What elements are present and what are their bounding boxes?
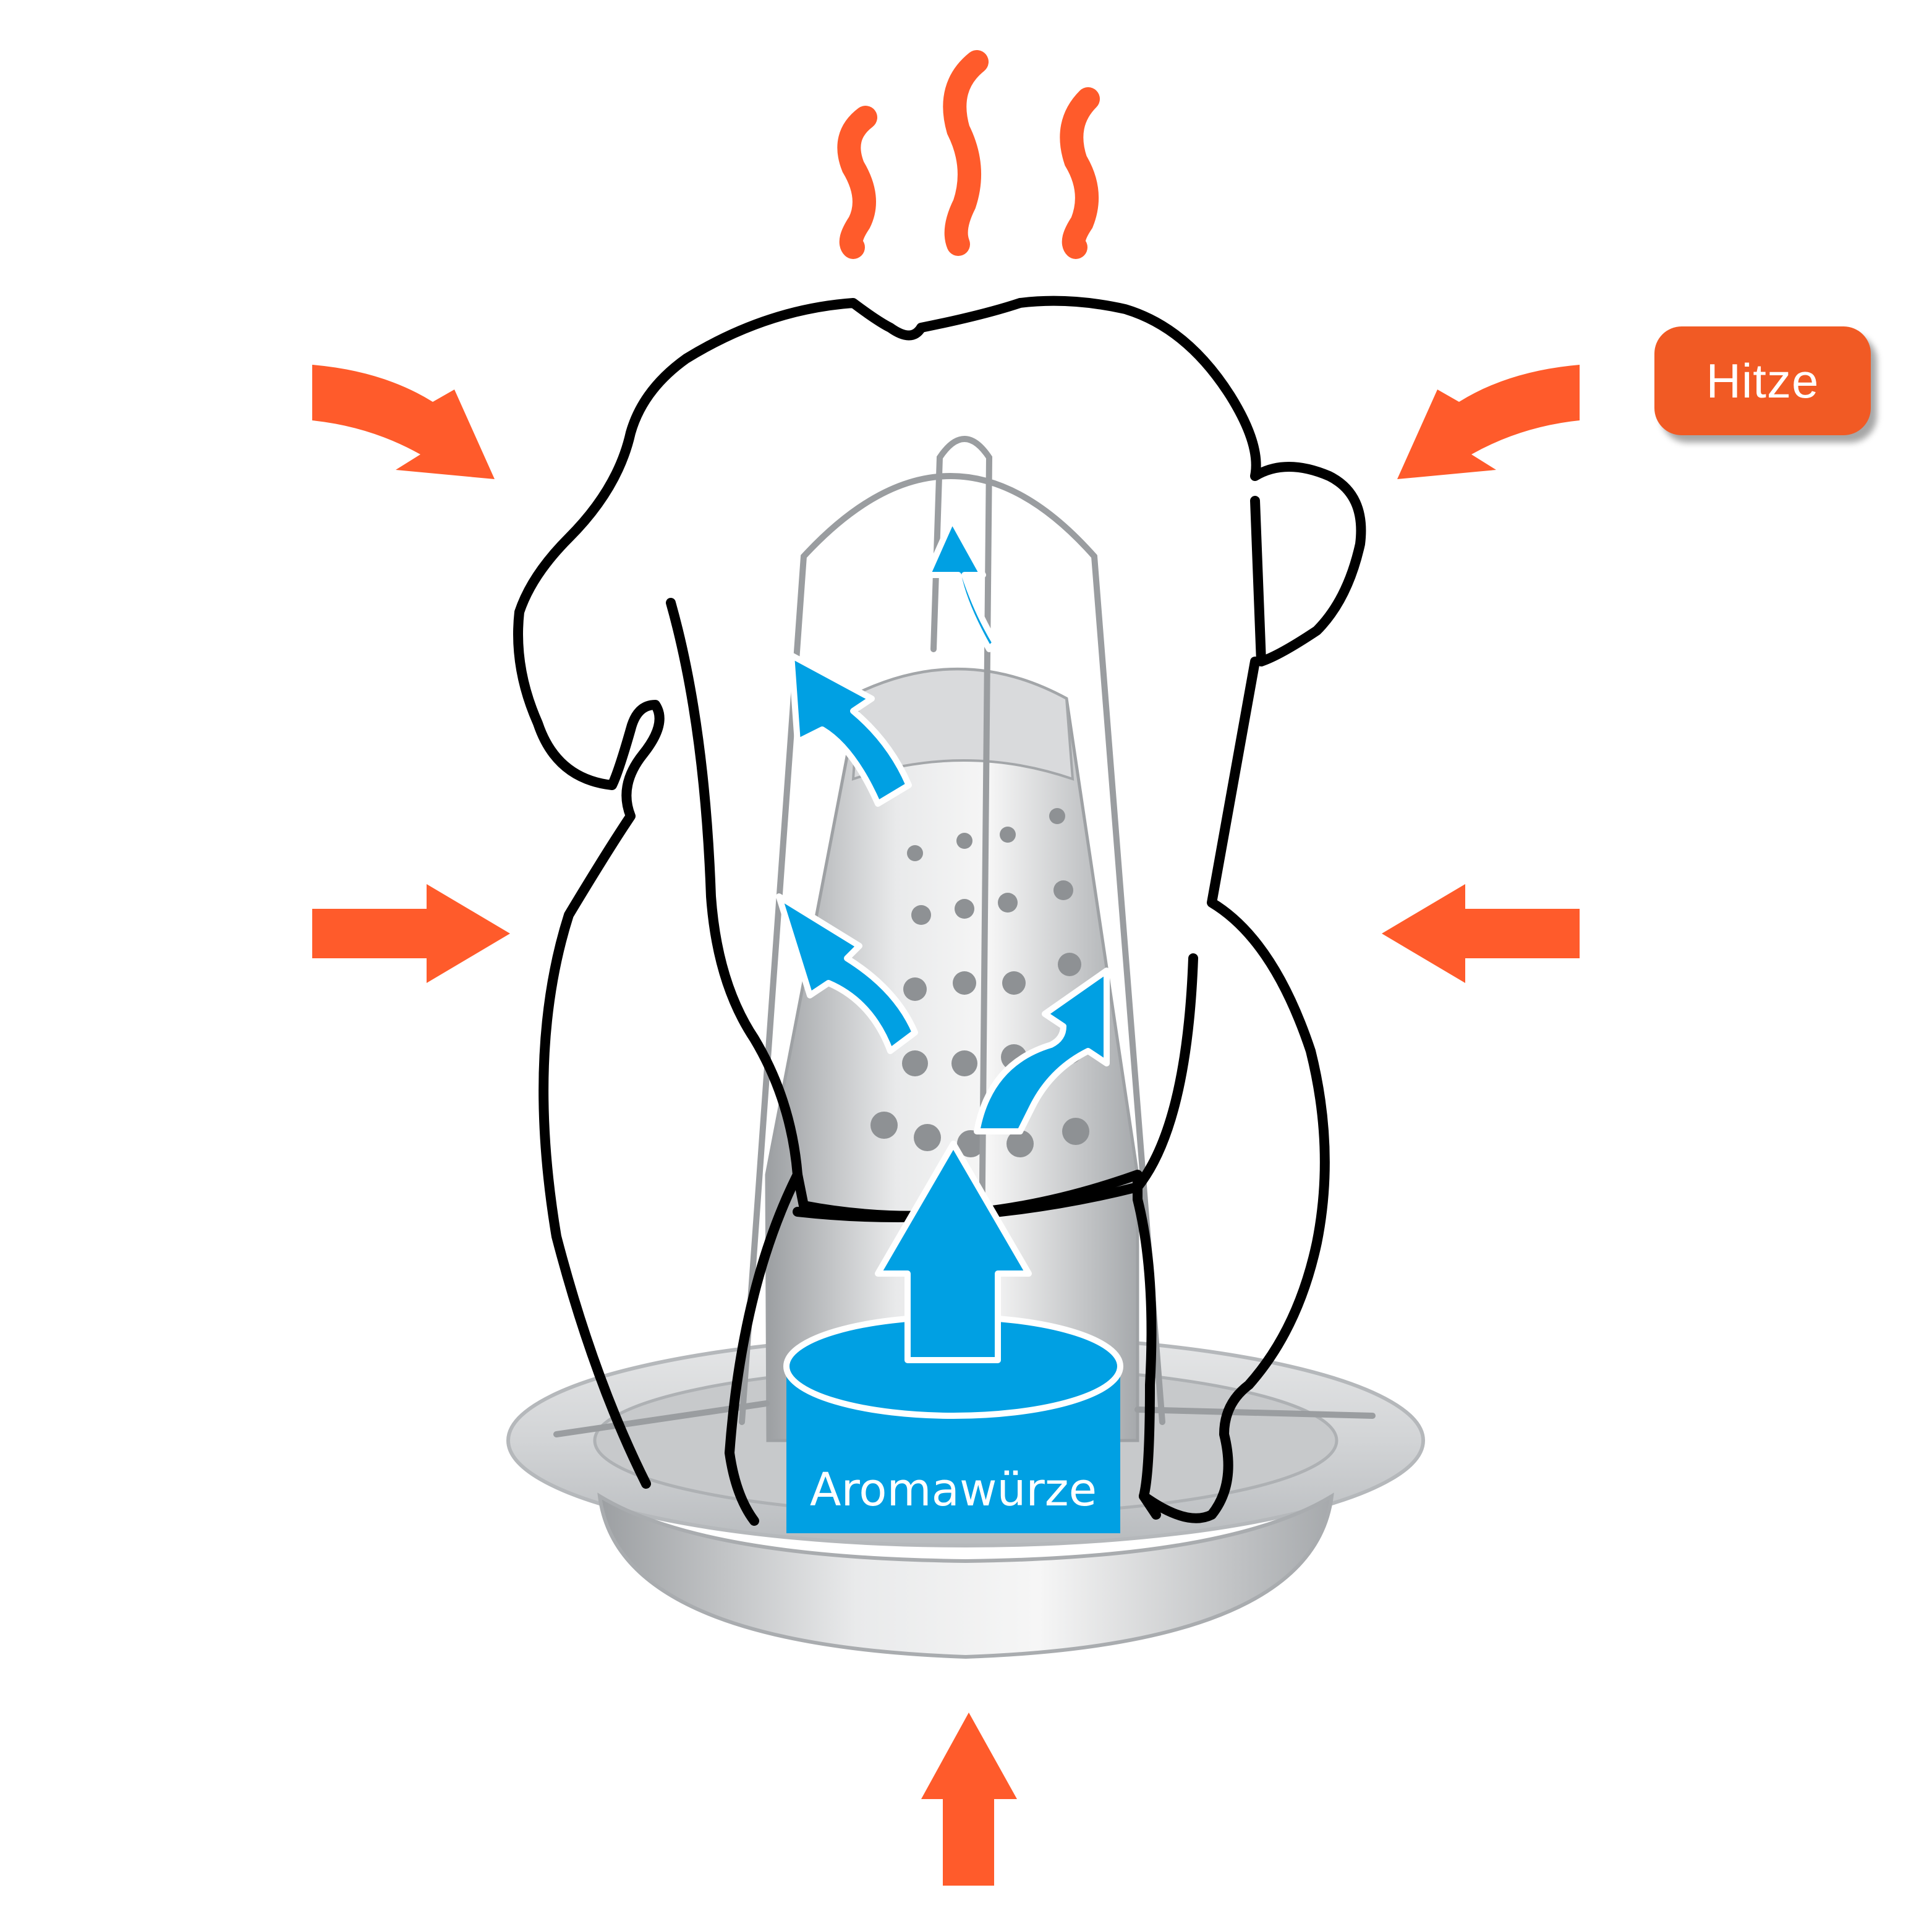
heat-badge: Hitze xyxy=(1654,326,1871,435)
steam-wave-icon xyxy=(943,50,989,256)
roaster-cone xyxy=(553,436,1376,1444)
heat-arrow-icon xyxy=(921,1713,1017,1886)
steam-waves xyxy=(837,50,1100,259)
heat-arrows xyxy=(312,365,1580,1886)
heat-arrow-icon xyxy=(312,884,510,983)
heat-arrow-icon xyxy=(1382,884,1580,983)
aroma-flow-arrow-icon xyxy=(788,652,912,807)
aroma-flow-arrow-icon xyxy=(924,516,998,652)
aroma-flow-arrow-icon xyxy=(974,968,1110,1134)
steam-wave-icon xyxy=(837,106,877,259)
steam-wave-icon xyxy=(1060,87,1100,259)
aroma-label: Aromawürze xyxy=(809,1463,1097,1517)
aroma-flow-arrow-icon xyxy=(776,893,918,1054)
heat-arrow-icon xyxy=(1397,365,1580,479)
heat-arrow-icon xyxy=(312,365,495,479)
aroma-cylinder xyxy=(783,1314,1123,1533)
heat-label: Hitze xyxy=(1706,353,1819,408)
aroma-flow-arrow-icon xyxy=(875,1141,1032,1363)
aroma-flow-arrows xyxy=(776,516,1110,1363)
